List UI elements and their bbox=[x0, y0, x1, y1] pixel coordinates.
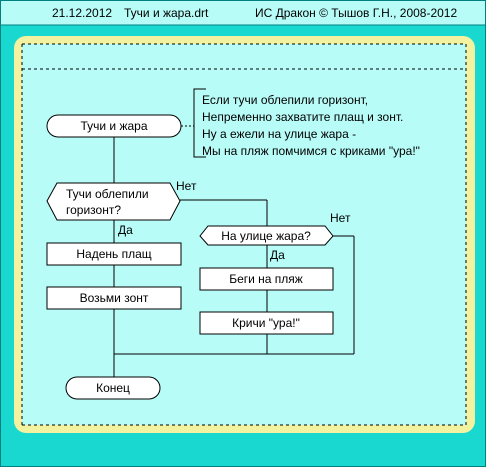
header-date: 21.12.2012 bbox=[52, 6, 112, 20]
comment-bracket bbox=[193, 88, 206, 158]
comment-line-1: Если тучи облепили горизонт, bbox=[202, 93, 368, 107]
action-shout-label: Кричи "ура!" bbox=[232, 316, 300, 330]
question-1-yes-label: Да bbox=[118, 223, 133, 237]
header-bar bbox=[1, 1, 485, 25]
question-2-yes-label: Да bbox=[270, 248, 285, 262]
end-block[interactable] bbox=[65, 376, 161, 400]
action-cloak-label: Надень плащ bbox=[76, 247, 151, 261]
comment-line-2: Непременно захватите плащ и зонт. bbox=[202, 110, 403, 124]
action-run-beach-block[interactable] bbox=[199, 267, 334, 291]
comment-line-3: Ну а ежели на улице жара - bbox=[202, 127, 356, 141]
question-1-line-2: горизонт? bbox=[66, 203, 121, 217]
title-label: Тучи и жара bbox=[80, 119, 147, 133]
action-umbrella-label: Возьми зонт bbox=[80, 291, 149, 305]
action-umbrella-block[interactable] bbox=[46, 286, 182, 310]
question-2-label: На улице жара? bbox=[221, 229, 311, 243]
comment-line-4: Мы на пляж помчимся с криками "ура!" bbox=[202, 144, 420, 158]
action-cloak-block[interactable] bbox=[46, 242, 182, 266]
comment-text: Если тучи облепили горизонт, Непременно … bbox=[202, 93, 420, 158]
question-1-block[interactable] bbox=[46, 182, 181, 221]
question-1-line-1: Тучи облепили bbox=[66, 187, 149, 201]
question-2-no-label: Нет bbox=[330, 211, 351, 225]
end-label: Конец bbox=[96, 381, 130, 395]
header-file-name: Тучи и жара.drt bbox=[124, 6, 209, 20]
question-2-block[interactable] bbox=[199, 225, 334, 246]
question-1-no-label: Нет bbox=[176, 179, 197, 193]
action-shout-block[interactable] bbox=[199, 311, 334, 335]
title-block[interactable] bbox=[46, 114, 182, 138]
action-run-beach-label: Беги на пляж bbox=[229, 272, 303, 286]
header-copyright: ИС Дракон © Тышов Г.Н., 2008-2012 bbox=[255, 6, 457, 20]
